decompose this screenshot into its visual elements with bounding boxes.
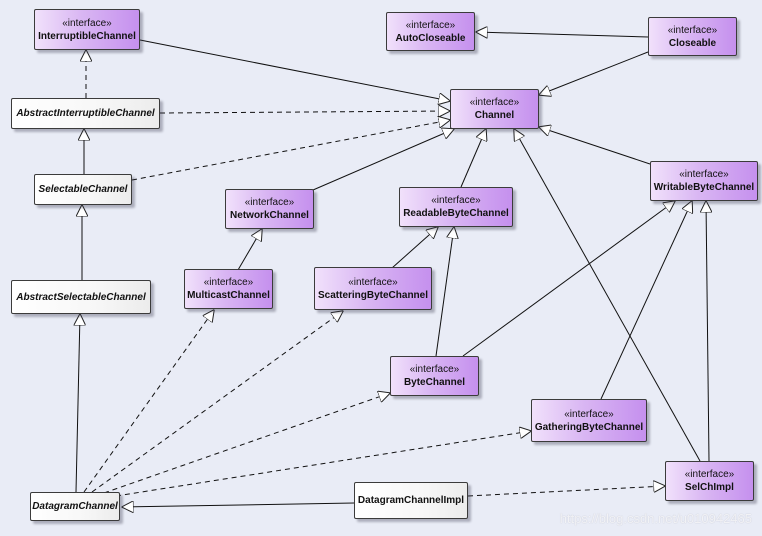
- node-name: AbstractInterruptibleChannel: [16, 108, 155, 119]
- node-abstract-selectable-channel[interactable]: AbstractSelectableChannel: [11, 280, 151, 314]
- node-auto-closeable[interactable]: «interface»AutoCloseable: [386, 12, 475, 51]
- node-name: Channel: [474, 110, 515, 121]
- node-name: DatagramChannelImpl: [357, 495, 465, 506]
- edge-scattering-byte-channel-to-readable-byte-channel: [391, 227, 438, 269]
- node-name: ByteChannel: [403, 377, 466, 388]
- edge-byte-channel-to-readable-byte-channel: [435, 227, 454, 357]
- node-stereotype: «interface»: [62, 17, 112, 29]
- edge-datagram-channel-to-multicast-channel: [83, 310, 214, 493]
- edge-writable-byte-channel-to-channel: [539, 127, 651, 165]
- node-name: Closeable: [668, 37, 717, 49]
- node-name: AbstractSelectableChannel: [16, 291, 146, 303]
- edge-closeable-to-auto-closeable: [476, 32, 649, 37]
- node-gathering-byte-channel[interactable]: «interface»GatheringByteChannel: [531, 399, 647, 442]
- node-name: ScatteringByteChannel: [317, 289, 429, 301]
- node-name: InterruptibleChannel: [38, 30, 136, 42]
- node-scattering-byte-channel[interactable]: «interface»ScatteringByteChannel: [314, 267, 432, 310]
- node-selectable-channel[interactable]: SelectableChannel: [34, 174, 132, 205]
- node-name: WritableByteChannel: [653, 182, 755, 193]
- edge-sel-ch-impl-to-channel: [514, 129, 701, 462]
- watermark-text: https://blog.csdn.net/u010942465: [559, 511, 752, 526]
- node-name: SelChImpl: [685, 482, 734, 493]
- node-stereotype: «interface»: [431, 195, 481, 206]
- node-stereotype: «interface»: [564, 408, 614, 420]
- node-stereotype: «interface»: [244, 197, 295, 208]
- node-byte-channel[interactable]: «interface» ByteChannel: [390, 356, 479, 396]
- node-name: ReadableByteChannel: [403, 208, 509, 219]
- node-multicast-channel[interactable]: «interface» MulticastChannel: [184, 269, 273, 309]
- node-name: AutoCloseable: [395, 32, 466, 44]
- edge-readable-byte-channel-to-channel: [460, 129, 486, 188]
- edge-selectable-channel-to-channel: [131, 120, 450, 181]
- node-name: SelectableChannel: [38, 184, 128, 195]
- node-network-channel[interactable]: «interface» NetworkChannel: [225, 189, 314, 229]
- node-abstract-interruptible-channel[interactable]: AbstractInterruptibleChannel: [11, 98, 160, 129]
- node-sel-ch-impl[interactable]: «interface» SelChImpl: [665, 461, 754, 501]
- node-stereotype: «interface»: [409, 364, 460, 375]
- node-channel[interactable]: «interface» Channel: [450, 89, 539, 129]
- edge-abstract-interruptible-channel-to-channel: [159, 111, 450, 113]
- edge-network-channel-to-channel: [312, 129, 454, 191]
- node-stereotype: «interface»: [203, 277, 254, 288]
- node-stereotype: «interface»: [469, 97, 520, 108]
- edge-multicast-channel-to-network-channel: [237, 229, 262, 271]
- edge-datagram-channel-to-scattering-byte-channel: [91, 311, 343, 493]
- node-datagram-channel-impl[interactable]: DatagramChannelImpl: [354, 482, 468, 519]
- edge-datagram-channel-impl-to-sel-ch-impl: [467, 486, 665, 497]
- node-stereotype: «interface»: [348, 276, 398, 288]
- node-writable-byte-channel[interactable]: «interface» WritableByteChannel: [650, 161, 758, 201]
- node-stereotype: «interface»: [667, 24, 718, 36]
- edge-gathering-byte-channel-to-writable-byte-channel: [600, 201, 692, 400]
- edge-datagram-channel-to-byte-channel: [103, 393, 390, 494]
- edge-byte-channel-to-writable-byte-channel: [462, 201, 675, 357]
- edge-sel-ch-impl-to-writable-byte-channel: [706, 201, 709, 462]
- node-stereotype: «interface»: [684, 469, 735, 480]
- edge-interruptible-channel-to-channel: [139, 39, 450, 101]
- node-stereotype: «interface»: [679, 169, 729, 180]
- node-name: NetworkChannel: [230, 210, 309, 221]
- node-readable-byte-channel[interactable]: «interface» ReadableByteChannel: [399, 187, 513, 227]
- node-name: DatagramChannel: [32, 501, 118, 512]
- node-datagram-channel[interactable]: DatagramChannel: [30, 492, 120, 521]
- edge-datagram-channel-to-abstract-selectable-channel: [76, 314, 80, 493]
- node-interruptible-channel[interactable]: «interface»InterruptibleChannel: [34, 9, 140, 50]
- node-name: MulticastChannel: [187, 290, 270, 301]
- node-name: GatheringByteChannel: [534, 421, 644, 433]
- edge-datagram-channel-impl-to-datagram-channel: [122, 503, 355, 507]
- node-closeable[interactable]: «interface»Closeable: [648, 17, 737, 56]
- edge-closeable-to-channel: [539, 51, 649, 95]
- edge-datagram-channel-to-gathering-byte-channel: [115, 431, 531, 497]
- node-stereotype: «interface»: [405, 19, 456, 31]
